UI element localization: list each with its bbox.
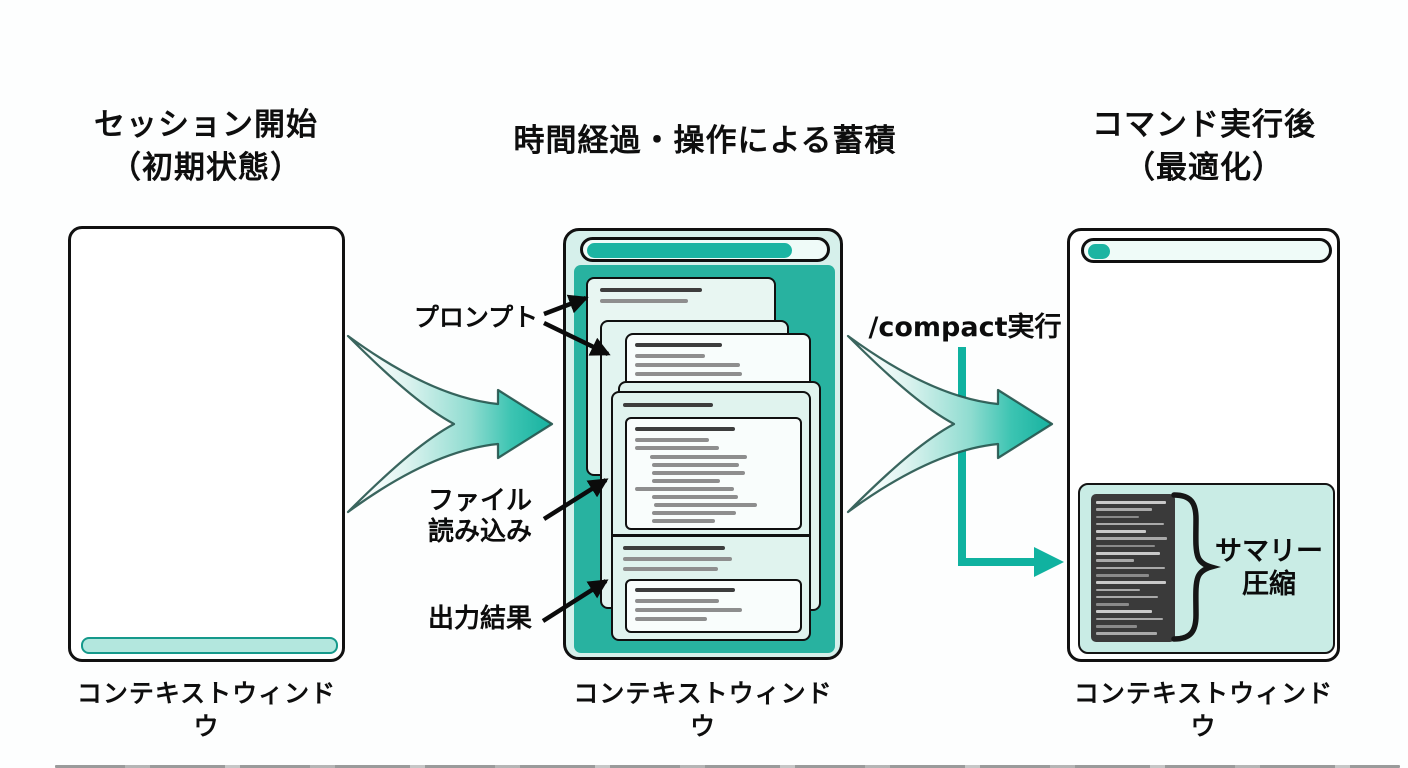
stage-title-accumulated-line1: 時間経過・操作による蓄積 <box>513 123 897 159</box>
stage-title-optimized-line1: コマンド実行後 <box>1092 107 1316 143</box>
stage-title-start: セッション開始 （初期状態） <box>40 104 372 191</box>
file-content-card <box>625 417 802 530</box>
card-divider <box>610 534 811 537</box>
summary-label: サマリー 圧縮 <box>1208 536 1330 602</box>
text-line <box>635 599 719 603</box>
usage-meter-low <box>1081 238 1332 263</box>
text-line <box>635 588 735 592</box>
text-line <box>635 617 707 621</box>
text-line <box>635 427 735 431</box>
stage-title-optimized-line2: （最適化） <box>1124 150 1284 187</box>
text-line <box>635 372 742 376</box>
compact-command-label: /compact実行 <box>868 312 1062 343</box>
text-line <box>600 288 702 292</box>
text-line <box>654 503 757 507</box>
caption-start: コンテキストウィンドウ <box>76 679 337 741</box>
text-line <box>650 455 747 459</box>
usage-bar-low <box>81 637 338 654</box>
stage-title-optimized: コマンド実行後 （最適化） <box>1038 104 1370 191</box>
context-window-panel-start <box>68 226 345 662</box>
summary-label-line2: 圧縮 <box>1242 568 1296 600</box>
caption-optimized: コンテキストウィンドウ <box>1073 679 1334 741</box>
usage-meter-low-fill <box>1088 244 1110 259</box>
text-line <box>635 354 705 358</box>
text-line <box>623 403 713 407</box>
text-line <box>635 608 742 612</box>
text-line <box>623 557 732 561</box>
text-line <box>652 519 715 523</box>
prompt-label: プロンプト <box>413 303 539 332</box>
text-line <box>652 479 720 483</box>
summary-label-line1: サマリー <box>1215 536 1323 567</box>
text-line <box>600 299 688 303</box>
usage-meter-high-fill <box>587 243 792 258</box>
text-line <box>635 487 734 491</box>
output-label: 出力結果 <box>427 604 532 634</box>
text-line <box>652 471 745 475</box>
file-read-label: ファイル 読み込み <box>405 486 555 548</box>
compressed-summary-block <box>1091 494 1175 642</box>
text-line <box>635 446 719 450</box>
text-line <box>652 463 739 467</box>
cropped-bottom-artifact <box>55 765 1400 768</box>
summary-box: サマリー 圧縮 <box>1078 483 1335 654</box>
flow-arrow-2 <box>846 334 1054 514</box>
text-line <box>635 363 740 367</box>
file-read-label-line2: 読み込み <box>427 517 532 548</box>
text-line <box>623 567 718 571</box>
text-line <box>635 343 722 347</box>
caption-accumulated: コンテキストウィンドウ <box>573 679 833 741</box>
usage-meter-high <box>580 237 830 262</box>
compact-flow-arrowhead <box>1034 547 1064 577</box>
stage-title-start-line2: （初期状態） <box>110 150 302 187</box>
text-line <box>652 495 738 499</box>
stage-title-start-line1: セッション開始 <box>94 107 318 143</box>
text-line <box>623 546 725 550</box>
context-window-panel-optimized: サマリー 圧縮 <box>1067 228 1340 662</box>
context-window-panel-accumulated <box>563 228 843 660</box>
file-read-label-line1: ファイル <box>427 486 532 516</box>
stage-title-accumulated: 時間経過・操作による蓄積 <box>458 120 952 163</box>
text-line <box>652 511 736 515</box>
text-line <box>635 438 709 442</box>
file-output-card <box>610 391 811 641</box>
output-content-card <box>625 579 802 633</box>
compact-flow-elbow-arrow <box>958 347 1036 566</box>
